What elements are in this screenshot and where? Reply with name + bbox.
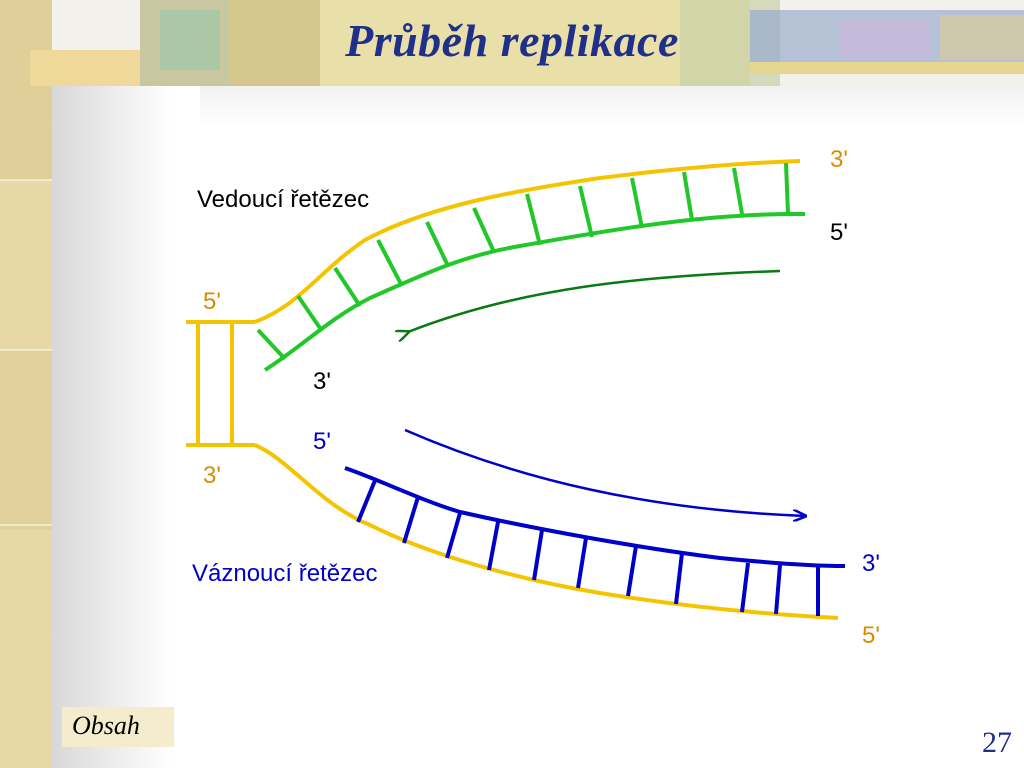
leading-new-strand bbox=[263, 211, 806, 372]
leading-template-strand bbox=[254, 159, 801, 324]
lagging-strand-label: Váznoucí řetězec bbox=[192, 560, 378, 587]
leading-direction-arrow bbox=[408, 269, 781, 332]
label-leading-top-3: 3' bbox=[830, 146, 848, 173]
parent-duplex bbox=[186, 320, 255, 447]
leading-strand-label: Vedoucí řetězec bbox=[197, 186, 370, 213]
label-parent-left-5: 5' bbox=[203, 288, 221, 315]
page-number: 27 bbox=[982, 726, 1012, 759]
lagging-new-strand bbox=[344, 466, 846, 568]
leading-base-pairs bbox=[256, 162, 790, 361]
label-middle-3: 3' bbox=[313, 368, 331, 395]
obsah-button[interactable]: Obsah bbox=[62, 707, 174, 747]
slide-title: Průběh replikace bbox=[345, 15, 679, 66]
lagging-base-pairs bbox=[356, 477, 820, 616]
label-lagging-right-3: 3' bbox=[862, 550, 880, 577]
label-lagging-right-5: 5' bbox=[862, 622, 880, 649]
label-middle-5: 5' bbox=[313, 428, 331, 455]
label-parent-left-3: 3' bbox=[203, 462, 221, 489]
lagging-direction-arrow bbox=[404, 428, 805, 516]
obsah-button-label: Obsah bbox=[72, 711, 140, 740]
lagging-template-strand bbox=[254, 443, 839, 620]
label-leading-top-5: 5' bbox=[830, 219, 848, 246]
